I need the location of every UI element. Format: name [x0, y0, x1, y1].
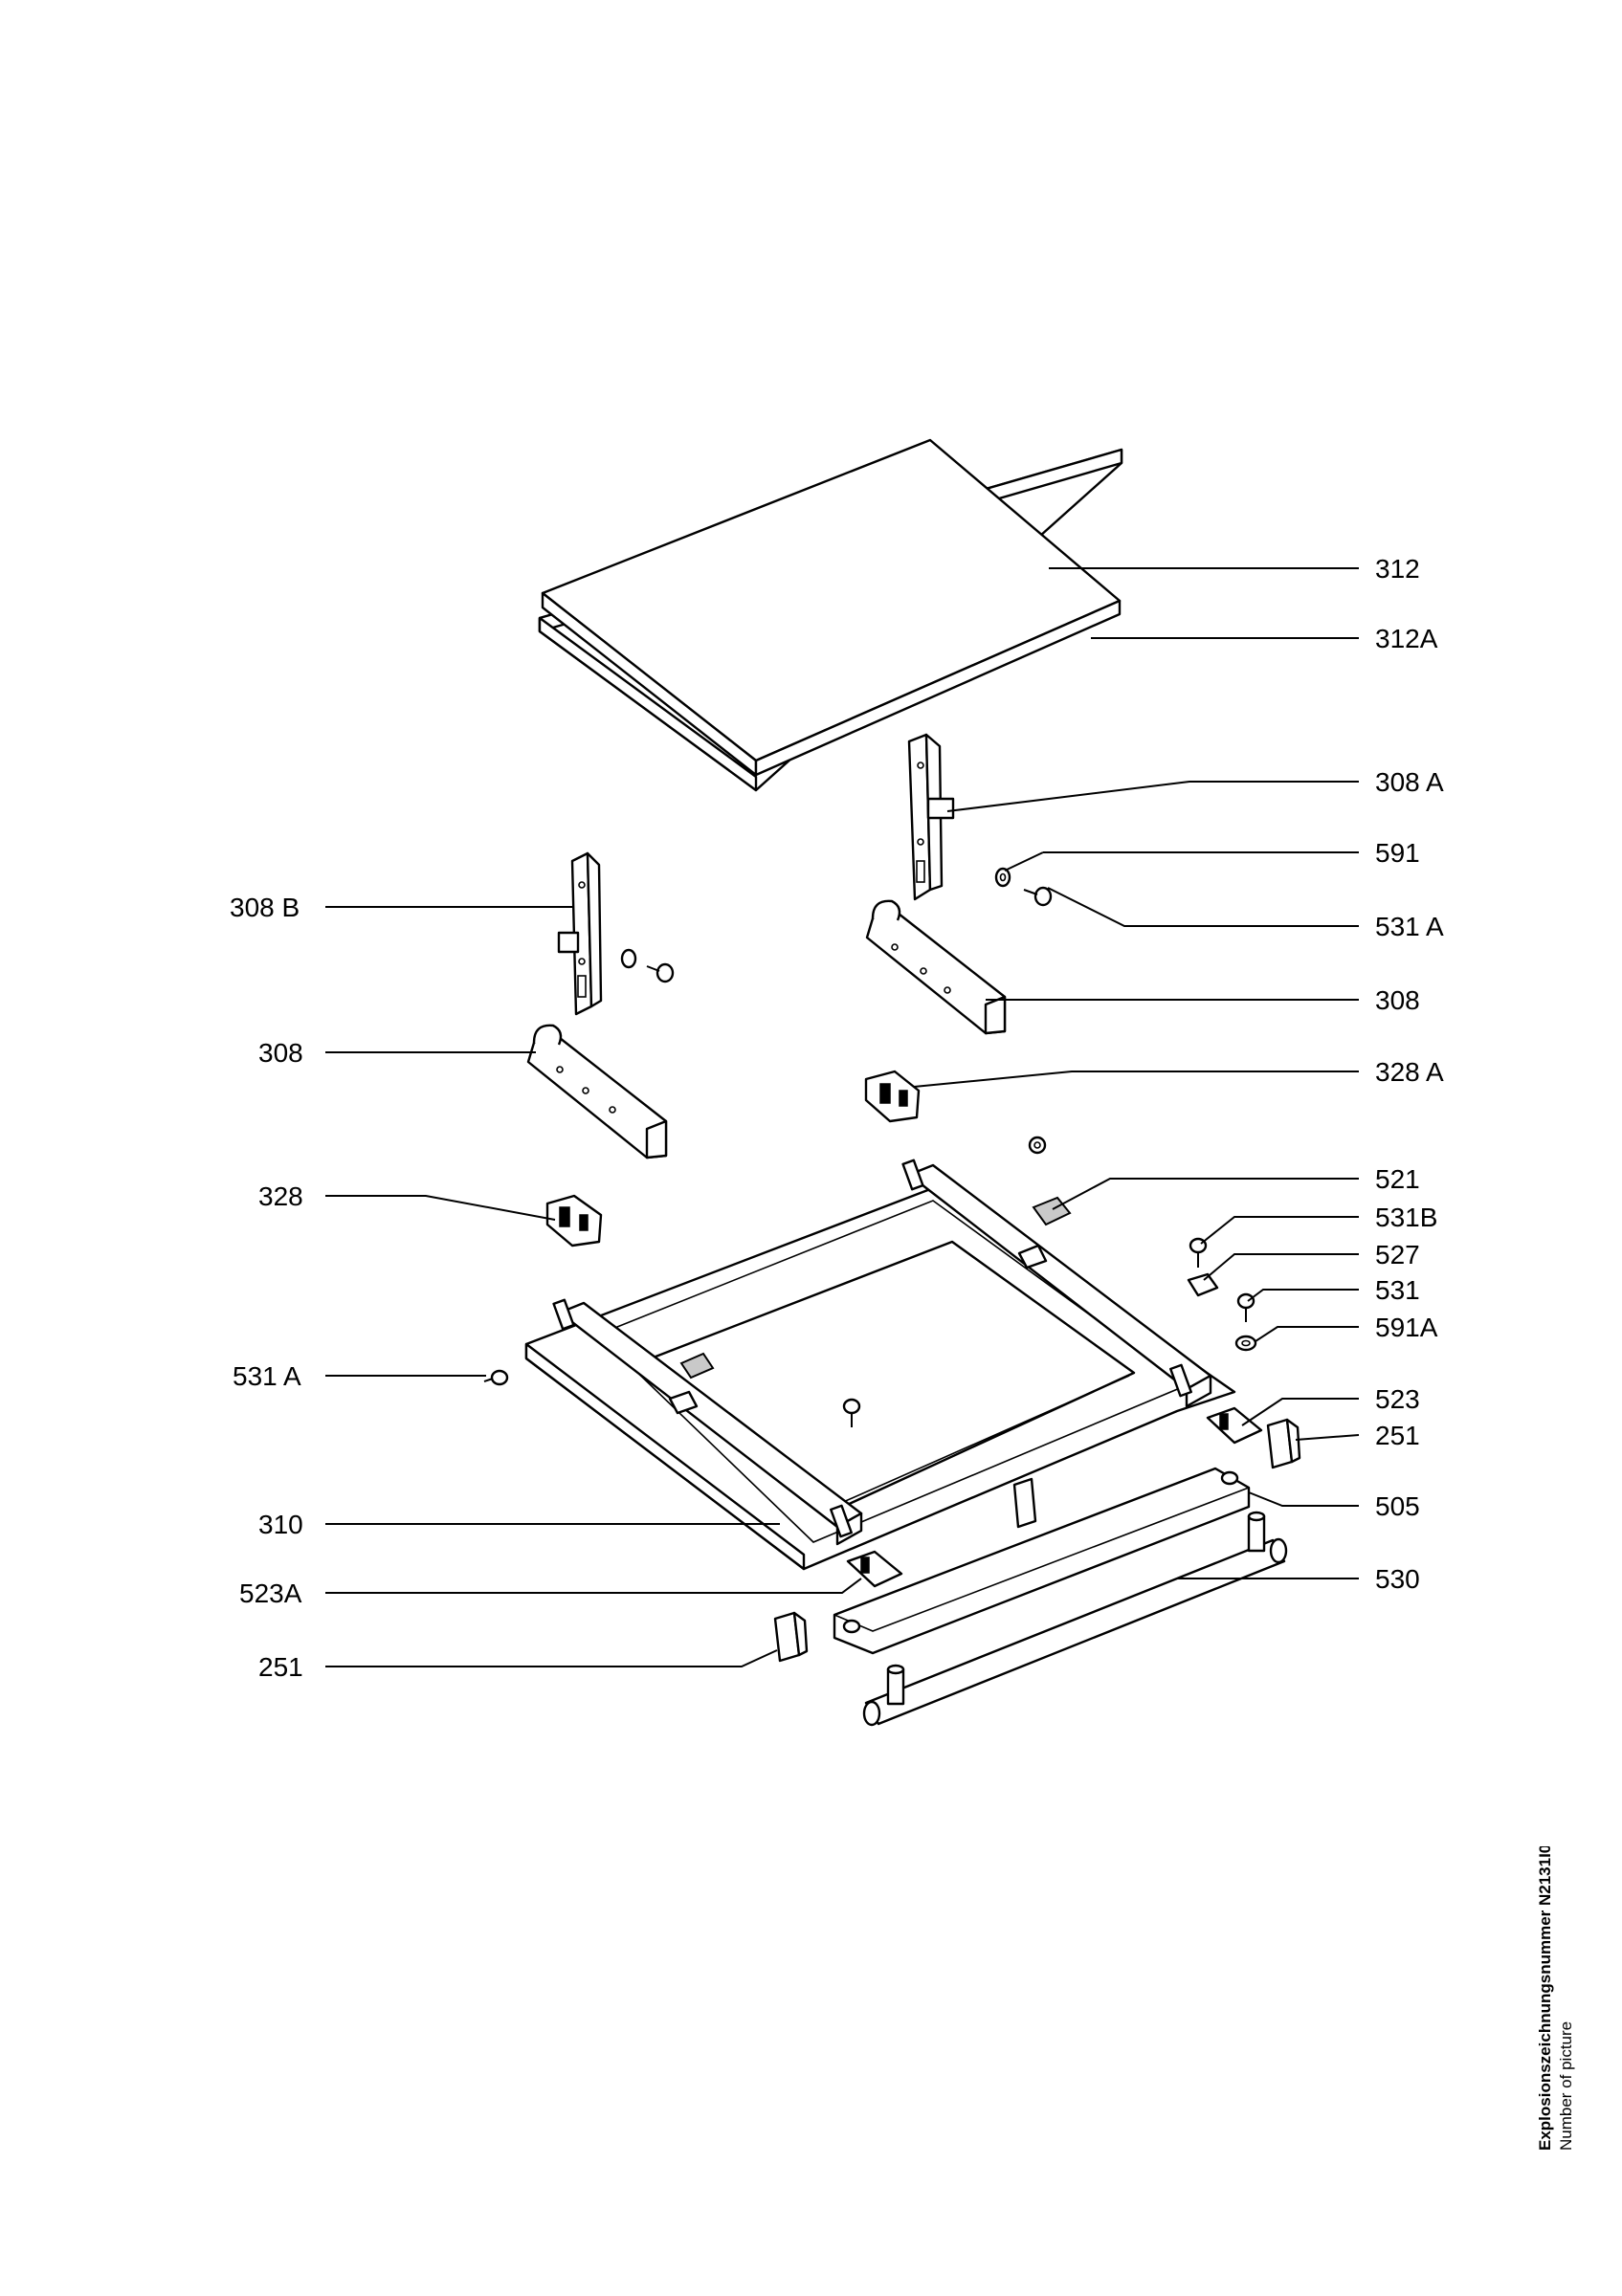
label-251-left: 251 — [258, 1652, 303, 1682]
handle-support-505 — [833, 1467, 1251, 1655]
label-308-right: 308 — [1375, 985, 1420, 1015]
label-531a-left: 531 A — [233, 1361, 301, 1391]
label-328: 328 — [258, 1181, 303, 1211]
door-frame-310 — [524, 1159, 1236, 1571]
hinge-arm-308-left — [526, 1024, 668, 1159]
screw-531a-left — [483, 1369, 509, 1386]
label-531: 531 — [1375, 1275, 1420, 1305]
glass-panel-312 — [541, 438, 1122, 777]
label-527: 527 — [1375, 1240, 1420, 1269]
hinge-bracket-308a — [907, 733, 955, 901]
caption-drawing-number: Explosionszeichnungsnummer N2131I04 — [1536, 1846, 1554, 2151]
label-308a: 308 A — [1375, 767, 1444, 797]
label-531a-right: 531 A — [1375, 912, 1444, 941]
label-312: 312 — [1375, 554, 1420, 584]
label-308b: 308 B — [230, 893, 300, 922]
label-312a: 312A — [1375, 624, 1438, 653]
washer-591 — [994, 867, 1011, 888]
washer-591a — [1234, 1335, 1257, 1352]
screw-531a-right — [1023, 886, 1053, 907]
leader-lines-left — [325, 906, 862, 1667]
nut-small — [1028, 1136, 1047, 1155]
label-308-left: 308 — [258, 1038, 303, 1068]
screw-left — [646, 962, 675, 983]
label-591: 591 — [1375, 838, 1420, 868]
label-521: 521 — [1375, 1164, 1420, 1194]
clip-521 — [1032, 1196, 1072, 1226]
leader-lines-right — [913, 567, 1360, 1579]
hinge-catch-328 — [545, 1194, 603, 1247]
label-310: 310 — [258, 1510, 303, 1539]
picture-number-caption: Explosionszeichnungsnummer N2131I04 Numb… — [1536, 1846, 1575, 2151]
label-523a: 523A — [239, 1578, 302, 1608]
block-251-left — [773, 1611, 809, 1663]
caption-number-of-picture: Number of picture — [1557, 2021, 1575, 2151]
screw-531 — [1236, 1292, 1255, 1322]
label-251-right: 251 — [1375, 1421, 1420, 1450]
handle-bar-530 — [862, 1511, 1288, 1727]
block-251-right — [1266, 1418, 1301, 1469]
label-523: 523 — [1375, 1384, 1420, 1414]
hinge-bracket-308b — [557, 851, 603, 1016]
label-591a: 591A — [1375, 1313, 1438, 1342]
hinge-arm-308-right — [865, 899, 1007, 1035]
label-531b: 531B — [1375, 1203, 1437, 1232]
labels-left: 308 B 308 328 531 A 310 523A 251 — [230, 893, 303, 1682]
clip-527 — [1187, 1272, 1219, 1297]
clip-523 — [1206, 1406, 1263, 1445]
hinge-catch-328a — [864, 1070, 921, 1123]
labels-right: 312 312A 308 A 591 531 A 308 328 A 521 5… — [1375, 554, 1444, 1594]
clip-523a — [846, 1550, 903, 1588]
block-near-505 — [1012, 1477, 1037, 1529]
label-328a: 328 A — [1375, 1057, 1444, 1087]
screw-531b — [1189, 1237, 1208, 1268]
label-530: 530 — [1375, 1564, 1420, 1594]
washer-left — [620, 948, 637, 969]
label-505: 505 — [1375, 1491, 1420, 1521]
